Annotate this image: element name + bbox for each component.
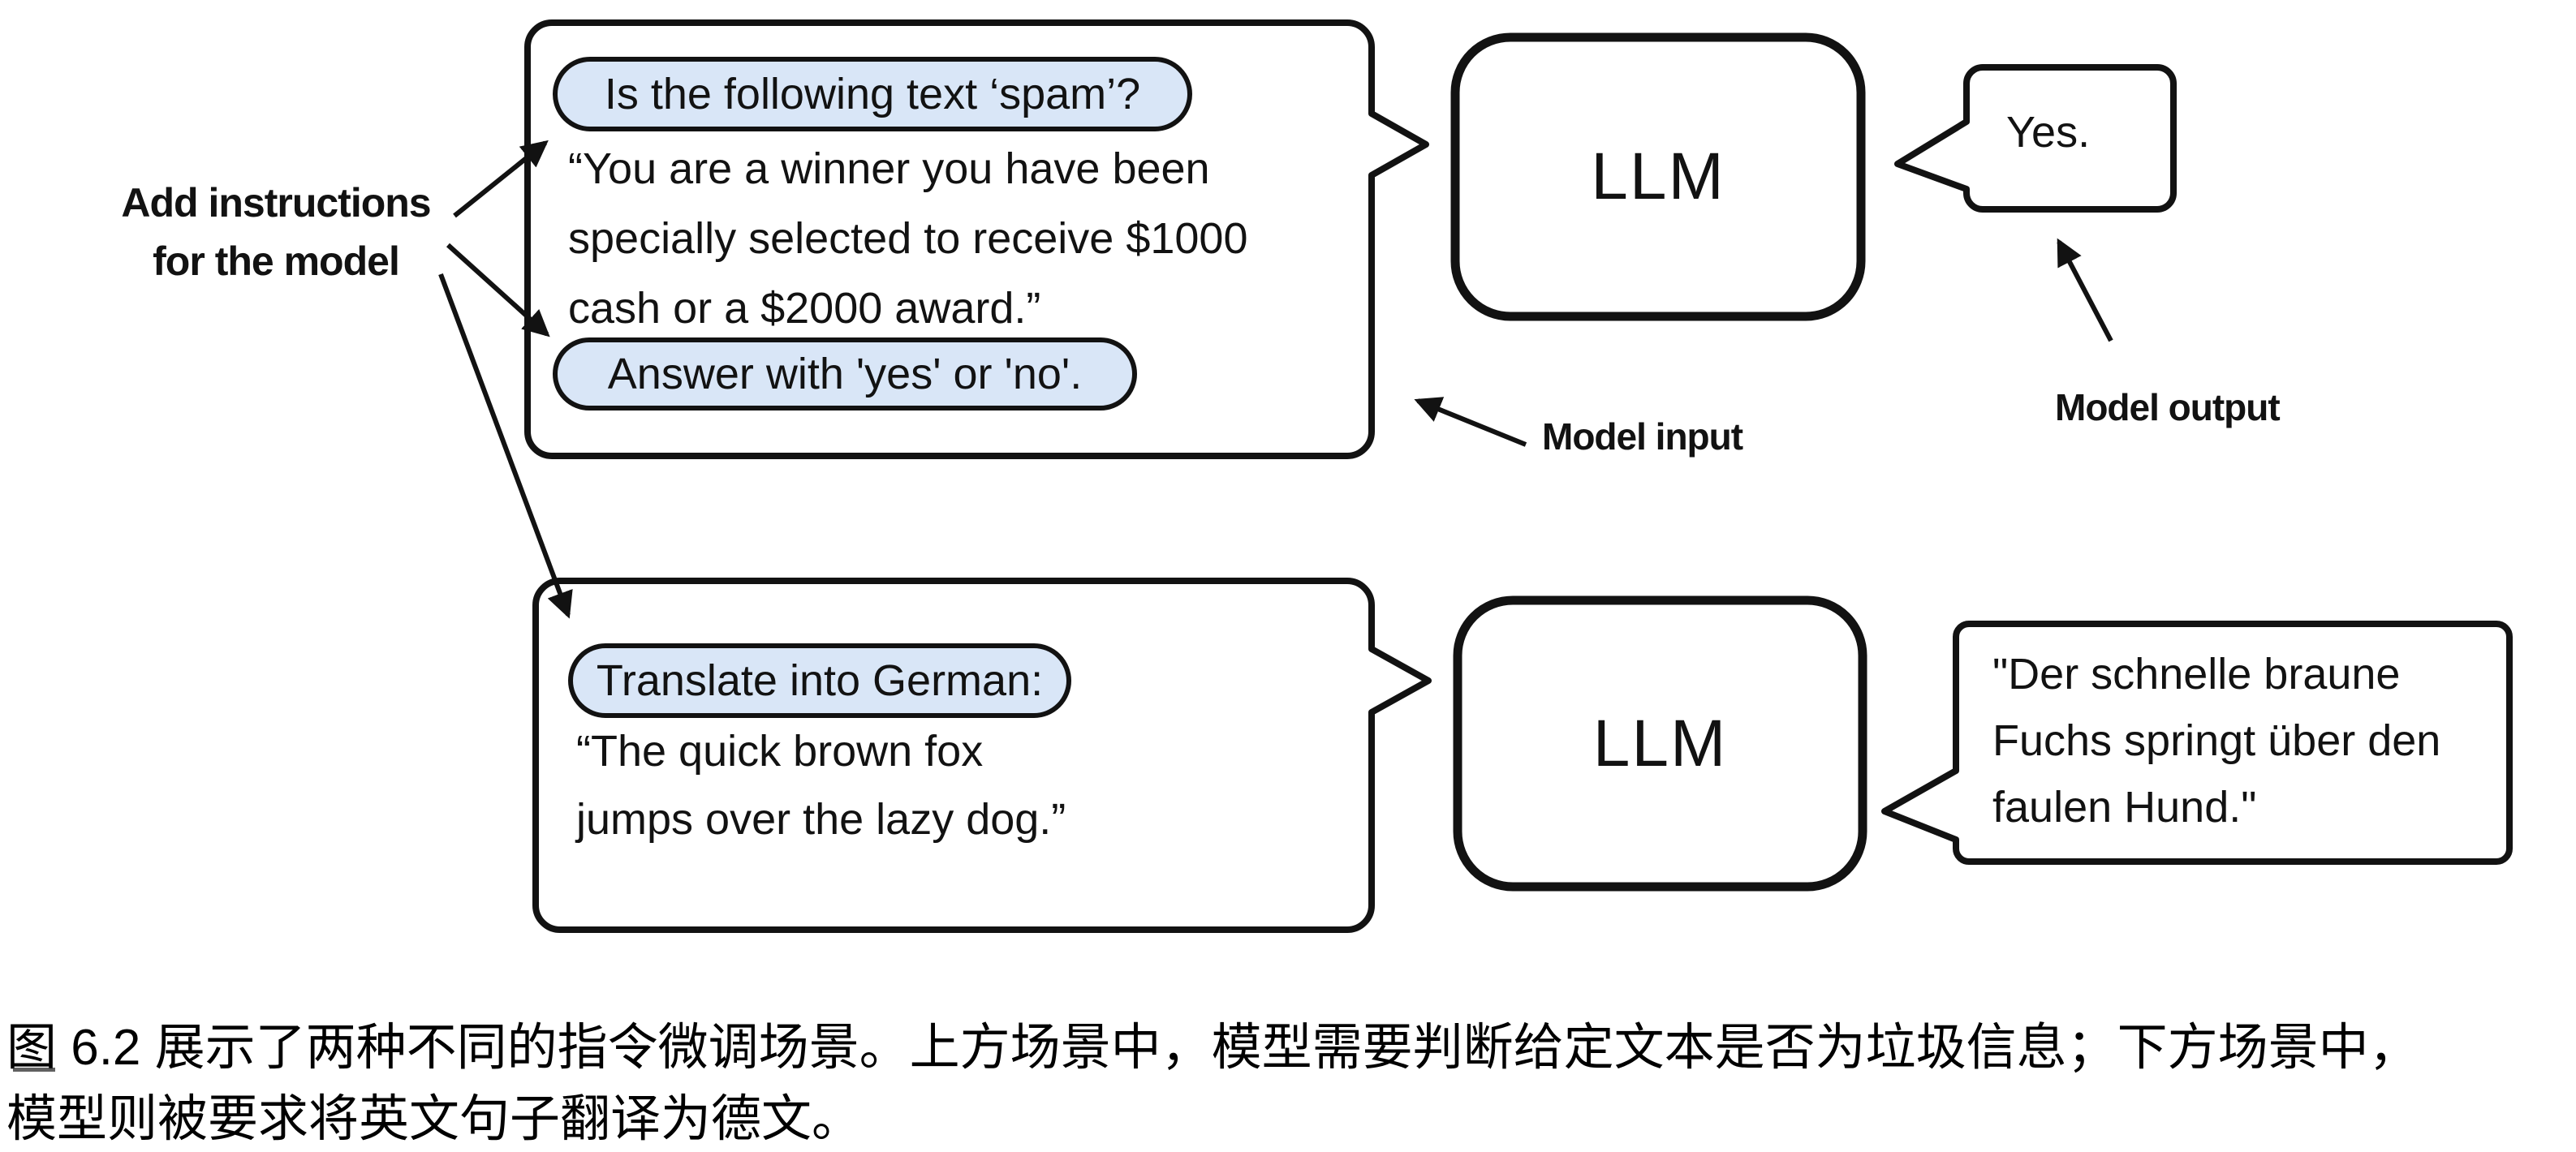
figure-caption-line2: 模型则被要求将英文句子翻译为德文。 [6, 1091, 863, 1147]
bottom-instruction-pill: Translate into German: [568, 643, 1071, 718]
top-input-text-line2: specially selected to receive $1000 [568, 214, 1248, 263]
add-instructions-line1: Add instructions [121, 180, 431, 226]
bottom-llm-box-shape [1453, 595, 1867, 892]
bottom-input-text-line1: “The quick brown fox [576, 727, 984, 776]
top-llm-label-text: LLM [1591, 140, 1725, 213]
top-instruction-pill-2-text: Answer with 'yes' or 'no'. [607, 350, 1083, 398]
model-output-label-text: Model output [2055, 386, 2281, 428]
bottom-llm-label: LLM [1458, 600, 1863, 887]
model-output-label: Model output [2055, 378, 2281, 436]
top-instruction-pill-1-text: Is the following text ‘spam’? [604, 70, 1141, 118]
add-instructions-line2: for the model [153, 239, 400, 284]
top-instruction-pill-1: Is the following text ‘spam’? [553, 57, 1192, 131]
arrow-model-input [1414, 397, 1527, 447]
bottom-instruction-pill-text: Translate into German: [596, 656, 1044, 705]
bottom-output-text-line3: faulen Hund." [1992, 783, 2257, 832]
arrow-to-first-instruction [453, 140, 549, 218]
arrow-model-output [2057, 238, 2113, 342]
top-output-text-value: Yes. [2006, 108, 2091, 157]
bottom-output-text-line2: Fuchs springt über den [1992, 716, 2441, 765]
top-input-text: “You are a winner you have been speciall… [568, 134, 1248, 343]
caption-link-underline-artifact [13, 1068, 55, 1072]
top-llm-box-shape [1450, 32, 1866, 321]
figure-caption-line1: 图 6.2 展示了两种不同的指令微调场景。上方场景中，模型需要判断给定文本是否为… [6, 1020, 2419, 1076]
top-instruction-pill-2: Answer with 'yes' or 'no'. [553, 337, 1137, 411]
add-instructions-label: Add instructions for the model [114, 174, 438, 290]
top-output-text: Yes. [2006, 107, 2090, 157]
model-input-label: Model input [1542, 407, 1743, 466]
arrow-to-bottom-instruction [438, 273, 573, 619]
bottom-llm-label-text: LLM [1592, 706, 1728, 780]
top-llm-label: LLM [1455, 37, 1861, 316]
bottom-input-text: “The quick brown fox jumps over the lazy… [576, 717, 1066, 853]
model-input-label-text: Model input [1542, 415, 1743, 458]
figure-caption: 图 6.2 展示了两种不同的指令微调场景。上方场景中，模型需要判断给定文本是否为… [6, 1012, 2571, 1152]
bottom-output-text-line1: "Der schnelle braune [1992, 650, 2401, 699]
bottom-input-text-line2: jumps over the lazy dog.” [576, 795, 1066, 844]
top-output-bubble-shape [1894, 64, 2177, 213]
top-input-text-line3: cash or a $2000 award.” [568, 284, 1041, 333]
bottom-output-text: "Der schnelle braune Fuchs springt über … [1992, 641, 2440, 840]
top-input-text-line1: “You are a winner you have been [568, 144, 1210, 193]
arrow-to-second-instruction [446, 243, 550, 337]
bottom-output-bubble-shape [1881, 621, 2513, 865]
